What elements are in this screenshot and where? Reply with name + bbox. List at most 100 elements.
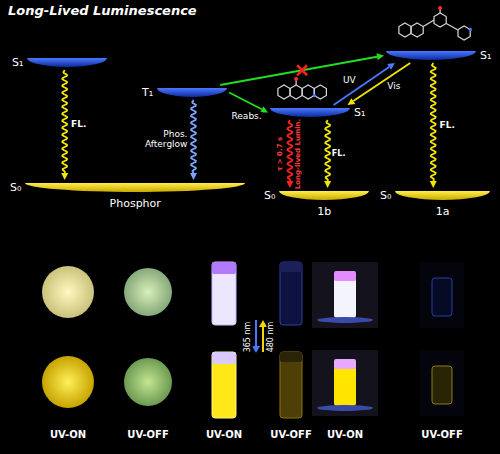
level-bar — [27, 58, 107, 67]
ring — [314, 85, 326, 99]
connector-line — [229, 93, 262, 110]
vial-photo — [280, 262, 302, 325]
powder-photo — [42, 356, 94, 408]
energy-level: S₀ Phosphor — [8, 180, 247, 211]
bond — [423, 20, 434, 27]
cross-mark — [297, 65, 307, 75]
vial-cap — [212, 352, 236, 364]
edge-label: Long-lived Lumin. — [295, 118, 303, 191]
arrow-head — [324, 181, 331, 188]
arrow-head — [61, 173, 68, 180]
powder-photo — [124, 358, 172, 406]
atom — [468, 28, 472, 32]
photo-row-bottom — [42, 350, 464, 418]
molecule-1b — [278, 77, 327, 99]
level-bar — [395, 191, 490, 200]
connector-line — [431, 63, 436, 181]
connector-line — [287, 120, 292, 181]
vial-photo — [334, 366, 356, 406]
glow — [317, 405, 373, 411]
arrow-head — [252, 346, 260, 353]
ring — [411, 23, 423, 37]
text-label: UV-ON — [49, 429, 87, 440]
arrow-line — [262, 326, 264, 352]
arrow-head — [376, 53, 384, 60]
atom — [438, 6, 442, 10]
text-label: UV-ON — [326, 429, 364, 440]
edge-label: FL. — [331, 150, 347, 159]
energy-level: T₁ — [140, 85, 229, 100]
level-row: S₀ — [264, 189, 369, 202]
vial-cap — [334, 271, 356, 281]
level-label: S₁ — [12, 56, 23, 69]
text-label: 480 nm — [267, 321, 276, 354]
cross-mark — [297, 65, 307, 75]
arrow-head — [286, 181, 293, 188]
arrow-head — [348, 98, 356, 105]
text-label: 365 nm — [244, 321, 253, 354]
edge-label: UV — [342, 76, 357, 86]
edge-label: Vis — [386, 82, 401, 92]
diagram-title: Long-Lived Luminescence — [8, 3, 197, 18]
vial-photo — [280, 352, 302, 418]
edge-label: FL. — [70, 120, 87, 130]
level-bar — [270, 108, 350, 117]
level-row: S₁ — [386, 49, 491, 62]
atom — [294, 77, 298, 81]
text-label: τ > 0.7 s — [277, 136, 285, 172]
connector-line — [191, 100, 196, 173]
connector-line — [325, 120, 330, 181]
connector — [430, 63, 437, 188]
arrow-head — [430, 181, 437, 188]
ring — [434, 13, 446, 27]
arrow-head — [387, 63, 395, 70]
vial-cap — [280, 262, 302, 272]
level-row: S₁ — [270, 106, 365, 119]
level-bar — [157, 88, 227, 97]
level-caption: 1b — [279, 205, 369, 218]
energy-level: S₁ — [268, 105, 367, 120]
vial-cap — [212, 262, 236, 274]
level-label: S₁ — [480, 49, 491, 62]
vial-photo — [212, 352, 236, 418]
text-label: UV-OFF — [126, 429, 169, 440]
vial-scene — [312, 350, 378, 416]
level-bar — [386, 51, 476, 60]
level-row: S₀ — [10, 181, 245, 194]
connector — [220, 53, 384, 85]
vial-cap — [280, 352, 302, 362]
photo-row-top — [42, 262, 464, 328]
level-caption: 1a — [395, 205, 490, 218]
connector-line — [220, 57, 377, 85]
bond — [446, 24, 458, 31]
text-label: UV-ON — [205, 429, 243, 440]
connector-line — [334, 67, 390, 105]
ring — [302, 85, 314, 99]
connector-line — [62, 70, 67, 173]
ring — [290, 85, 302, 99]
atom — [313, 94, 317, 98]
level-caption: Phosphor — [25, 197, 245, 210]
vial-photo — [212, 262, 236, 325]
switch-arrows — [252, 320, 267, 353]
level-label: S₀ — [264, 189, 275, 202]
vial-photo — [432, 366, 452, 404]
ring — [278, 85, 290, 99]
vial-photo — [334, 278, 356, 318]
connector-line — [353, 63, 410, 101]
vial-scene — [312, 262, 378, 328]
connector — [348, 63, 411, 105]
vial-cap — [334, 359, 356, 369]
glow — [317, 317, 373, 323]
powder-photo — [42, 266, 94, 318]
energy-level: S₁ — [10, 55, 109, 70]
powder-photo — [124, 268, 172, 316]
energy-level: S₀1a — [378, 188, 492, 219]
text-label: UV-OFF — [269, 429, 312, 440]
level-row: S₁ — [12, 56, 107, 69]
molecule-1a — [399, 6, 472, 40]
ring — [458, 26, 470, 40]
